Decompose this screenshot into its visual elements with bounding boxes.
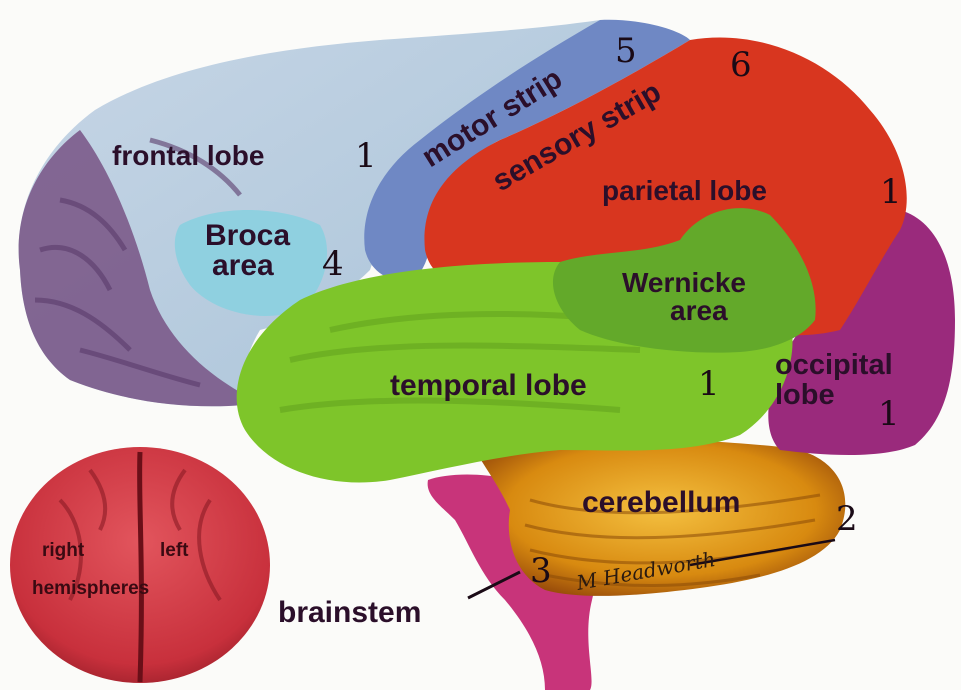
- label-broca-number: 4: [322, 244, 344, 284]
- label-occipital-line2: lobe: [775, 379, 835, 411]
- label-wernicke-line2: area: [670, 295, 728, 326]
- label-cerebellum: cerebellum: [582, 486, 740, 519]
- label-frontal-number: 1: [355, 136, 377, 176]
- label-parietal-number: 1: [880, 172, 902, 212]
- label-brainstem-number: 3: [530, 551, 552, 591]
- label-motor-number: 5: [615, 31, 637, 71]
- label-sensory-number: 6: [730, 45, 752, 85]
- label-hemi-right: right: [42, 540, 85, 561]
- hemispheres-fissure: [140, 452, 142, 682]
- label-brainstem: brainstem: [278, 596, 421, 629]
- label-hemi-left: left: [160, 540, 189, 561]
- label-occipital-line1: occipital: [775, 349, 893, 381]
- label-wernicke-line1: Wernicke: [622, 267, 746, 298]
- label-parietal-lobe: parietal lobe: [602, 175, 767, 206]
- label-hemi-bottom: hemispheres: [32, 578, 149, 599]
- label-occipital-number: 1: [878, 394, 900, 434]
- label-temporal-number: 1: [698, 364, 720, 404]
- label-broca-line2: area: [212, 249, 274, 282]
- label-cerebellum-number: 2: [836, 499, 858, 539]
- label-frontal-lobe: frontal lobe: [112, 140, 264, 171]
- label-temporal-lobe: temporal lobe: [390, 369, 587, 402]
- label-broca-line1: Broca: [205, 219, 290, 252]
